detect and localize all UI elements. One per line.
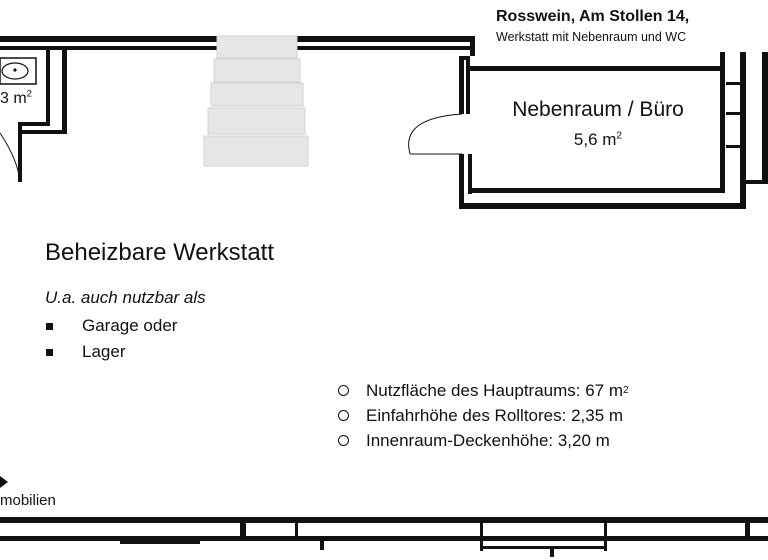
wc-area: 3 m2 xyxy=(0,88,33,107)
fact-item: Einfahrhöhe des Rolltores: 2,35 m xyxy=(338,403,629,428)
circle-bullet-icon xyxy=(338,435,349,446)
side-room-name: Nebenraum / Büro xyxy=(512,98,684,121)
brand-name: mobilien xyxy=(0,492,56,509)
circle-bullet-icon xyxy=(338,410,349,421)
plan-header-title: Rosswein, Am Stollen 14, xyxy=(496,8,690,25)
side-room-walls xyxy=(459,52,744,209)
square-bullet-icon xyxy=(46,322,53,330)
bottom-wall xyxy=(0,517,768,557)
plan-header-subtitle: Werkstatt mit Nebenraum und WC xyxy=(496,30,687,44)
use-item: Lager xyxy=(45,339,177,365)
fact-item: Innenraum-Deckenhöhe: 3,20 m xyxy=(338,428,629,453)
wc-sink-icon xyxy=(0,57,37,85)
brand-logo-icon xyxy=(0,476,8,488)
side-room-door-swing xyxy=(408,113,463,155)
square-bullet-icon xyxy=(46,348,53,356)
use-item: Garage oder xyxy=(45,313,177,339)
staircase xyxy=(203,35,309,167)
side-room-area: 5,6 m2 xyxy=(573,130,623,149)
wc-walls xyxy=(18,50,67,182)
main-room-title: Beheizbare Werkstatt xyxy=(45,239,274,266)
circle-bullet-icon xyxy=(338,385,349,396)
main-room-uses: Garage oder Lager xyxy=(45,313,177,365)
wc-door-swing xyxy=(0,132,21,183)
right-wall xyxy=(726,52,768,209)
main-room-uses-intro: U.a. auch nutzbar als xyxy=(45,288,206,307)
